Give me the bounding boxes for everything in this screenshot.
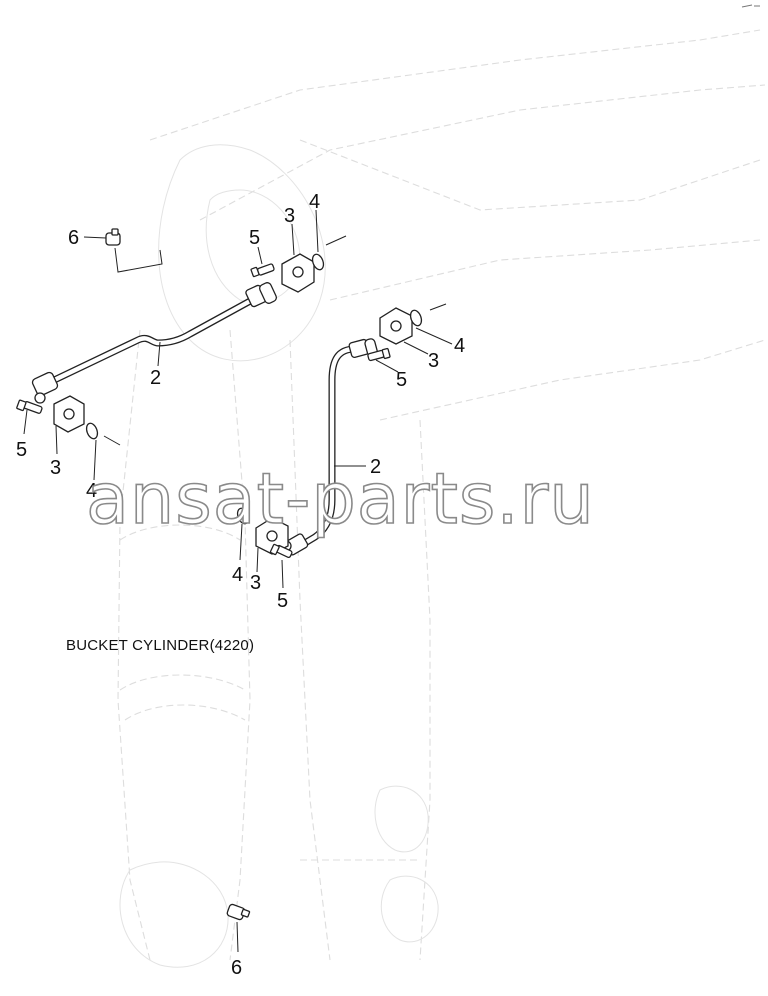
bolt-left-lower bbox=[16, 399, 43, 414]
callout-3-d: 3 bbox=[250, 572, 261, 594]
pipe-left-upper-fitting bbox=[245, 282, 277, 308]
callout-5-c: 5 bbox=[396, 369, 407, 391]
grease-nipple-top bbox=[105, 228, 121, 246]
bolt-right-lower bbox=[269, 543, 293, 558]
callout-4-d: 4 bbox=[232, 564, 243, 586]
oring-right-upper bbox=[409, 309, 423, 327]
flange-right-upper bbox=[379, 307, 413, 345]
pipe-left-lower-fitting bbox=[31, 371, 59, 404]
watermark-text: ansat-parts.ru bbox=[86, 458, 595, 540]
bolt-right-upper bbox=[367, 347, 391, 362]
callout-4-c: 4 bbox=[454, 335, 465, 357]
bolt-left-upper bbox=[250, 263, 275, 278]
corner-mark-icon bbox=[741, 4, 760, 8]
callout-6-bottom: 6 bbox=[231, 957, 242, 979]
pipe-right bbox=[296, 345, 359, 550]
callout-4-b: 4 bbox=[86, 480, 97, 502]
callout-3-c: 3 bbox=[428, 350, 439, 372]
leader-lines bbox=[23, 209, 453, 953]
callout-4-a: 4 bbox=[309, 191, 320, 213]
callout-3-a: 3 bbox=[284, 205, 295, 227]
callout-5-a: 5 bbox=[249, 227, 260, 249]
flange-right-lower bbox=[255, 517, 289, 555]
callout-5-d: 5 bbox=[277, 590, 288, 612]
callout-5-b: 5 bbox=[16, 439, 27, 461]
callout-3-b: 3 bbox=[50, 457, 61, 479]
callout-6-top: 6 bbox=[68, 227, 79, 249]
grease-nipple-bottom bbox=[226, 903, 251, 921]
flange-left-upper bbox=[281, 253, 315, 293]
oring-right-lower bbox=[236, 507, 250, 525]
flange-left-lower bbox=[53, 395, 85, 433]
assembly-caption: BUCKET CYLINDER(4220) bbox=[66, 637, 254, 654]
callout-2-a: 2 bbox=[150, 367, 161, 389]
pipe-left bbox=[44, 296, 256, 387]
callout-2-b: 2 bbox=[370, 456, 381, 478]
oring-left-upper bbox=[311, 253, 325, 271]
oring-left-lower bbox=[85, 422, 99, 440]
